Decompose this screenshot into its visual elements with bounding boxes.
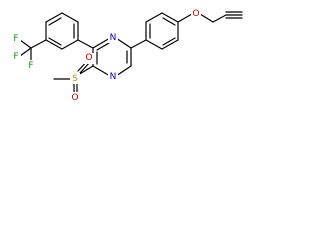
- atom-o-sulfonyl-1: O: [85, 53, 92, 63]
- pyrimidine-ring: [92, 37, 132, 77]
- atom-o-sulfonyl-2: O: [71, 93, 78, 103]
- atom-labels: N N O S O O F F F: [11, 9, 201, 103]
- atom-s: S: [72, 74, 78, 84]
- atom-f1: F: [13, 34, 18, 44]
- molecule-structure: N N O S O O F F F: [11, 9, 243, 103]
- propargyl-chain: [177, 11, 243, 23]
- atom-f3: F: [28, 61, 33, 71]
- atom-f2: F: [13, 52, 18, 62]
- atom-n1: N: [110, 33, 117, 43]
- atom-n2: N: [110, 72, 117, 82]
- phenyl-ring-right: [130, 12, 179, 50]
- atom-o-ether: O: [192, 9, 199, 19]
- phenyl-ring-left: [19, 12, 94, 63]
